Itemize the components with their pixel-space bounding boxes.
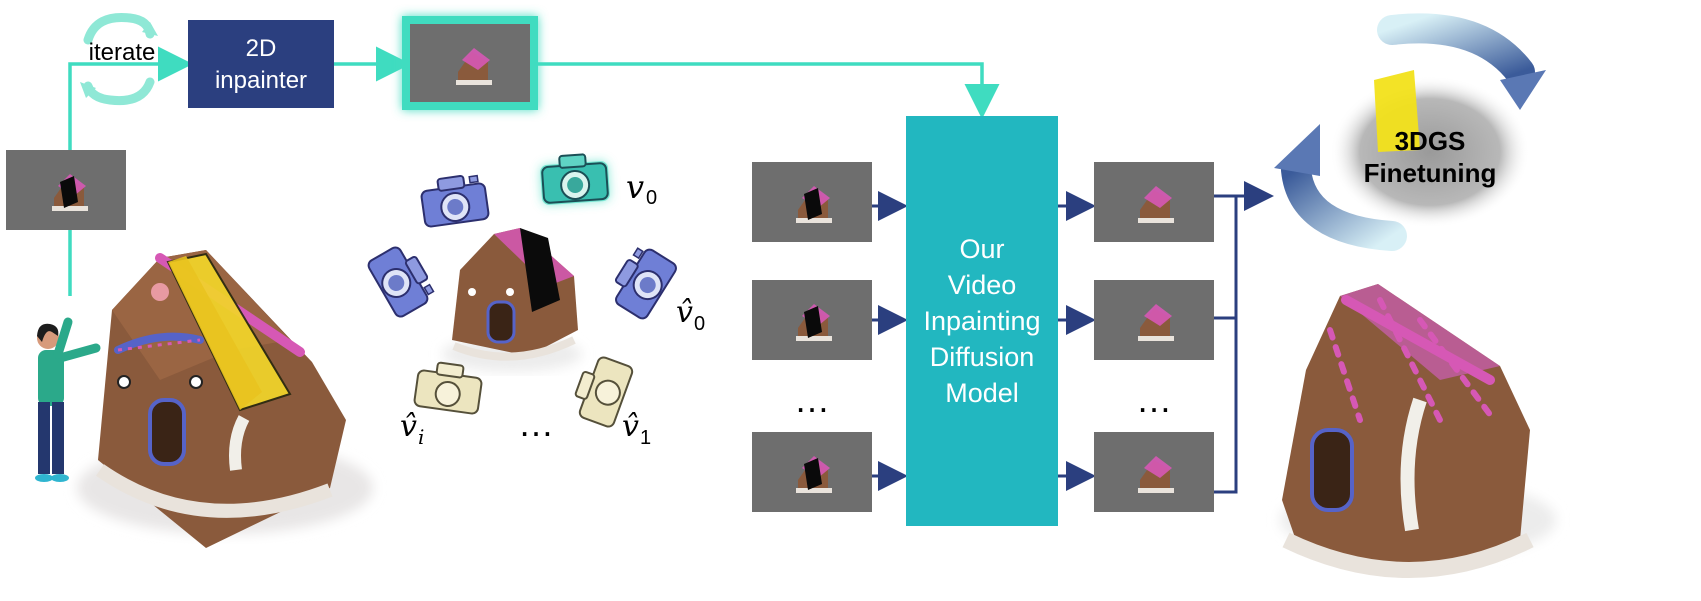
svg-text:v̂: v̂ <box>400 409 417 444</box>
label-v1-hat: v̂ 1 <box>622 409 651 449</box>
label-v0: v 0 <box>626 168 657 209</box>
scene-house-with-cameras <box>442 228 582 372</box>
svg-text:Finetuning: Finetuning <box>1364 158 1497 188</box>
svg-text:v: v <box>626 168 644 206</box>
camera-icon <box>604 241 680 322</box>
person-icon <box>35 317 101 482</box>
cycle-arrows-icon <box>1274 13 1546 251</box>
arrows-into-diffusion <box>872 191 908 491</box>
svg-text:Video: Video <box>948 270 1017 300</box>
gingerbread-house-image <box>1280 284 1556 578</box>
gingerbread-house-image <box>77 250 373 548</box>
svg-text:0: 0 <box>694 313 705 335</box>
svg-text:Model: Model <box>945 378 1019 408</box>
diffusion-model-box: Our Video Inpainting Diffusion Model <box>906 116 1058 526</box>
input-frame-2 <box>752 280 872 360</box>
inpainter-box: 2D inpainter <box>188 20 334 108</box>
output-frame-n <box>1094 432 1214 512</box>
ellipsis-output-frames: … <box>1136 379 1172 420</box>
arrows-out-of-diffusion <box>1058 191 1096 491</box>
svg-text:Inpainting: Inpainting <box>923 306 1040 336</box>
svg-text:3DGS: 3DGS <box>1395 126 1466 156</box>
svg-text:inpainter: inpainter <box>215 67 307 94</box>
camera-icon <box>365 239 440 320</box>
output-frame-2 <box>1094 280 1214 360</box>
ellipsis-cameras: … <box>518 403 554 444</box>
reference-frame-inpainted <box>402 16 538 110</box>
svg-text:v̂: v̂ <box>622 409 639 444</box>
merge-arrow-to-finetuning <box>1214 181 1274 494</box>
svg-text:i: i <box>418 425 424 449</box>
svg-text:Our: Our <box>959 234 1004 264</box>
finetuning-cloud: 3DGS Finetuning <box>1330 70 1530 228</box>
input-frame-1 <box>752 162 872 242</box>
flow-line-frame-to-diffusion <box>534 62 1000 119</box>
output-frame-1 <box>1094 162 1214 242</box>
input-frame-n <box>752 432 872 512</box>
ellipsis-input-frames: … <box>794 379 830 420</box>
masked-input-frame <box>6 150 126 230</box>
svg-text:Diffusion: Diffusion <box>930 342 1035 372</box>
camera-v0-highlighted <box>540 153 610 205</box>
camera-icon <box>418 171 491 229</box>
label-vi-hat: v̂ i <box>400 409 424 449</box>
svg-text:2D: 2D <box>246 35 277 62</box>
iterate-label: iterate <box>89 39 156 66</box>
label-v0-hat: v̂ 0 <box>676 295 705 335</box>
svg-text:0: 0 <box>646 187 657 209</box>
flow-line-user-to-inpainter <box>68 64 186 296</box>
svg-text:v̂: v̂ <box>676 295 693 330</box>
svg-text:1: 1 <box>640 427 651 449</box>
